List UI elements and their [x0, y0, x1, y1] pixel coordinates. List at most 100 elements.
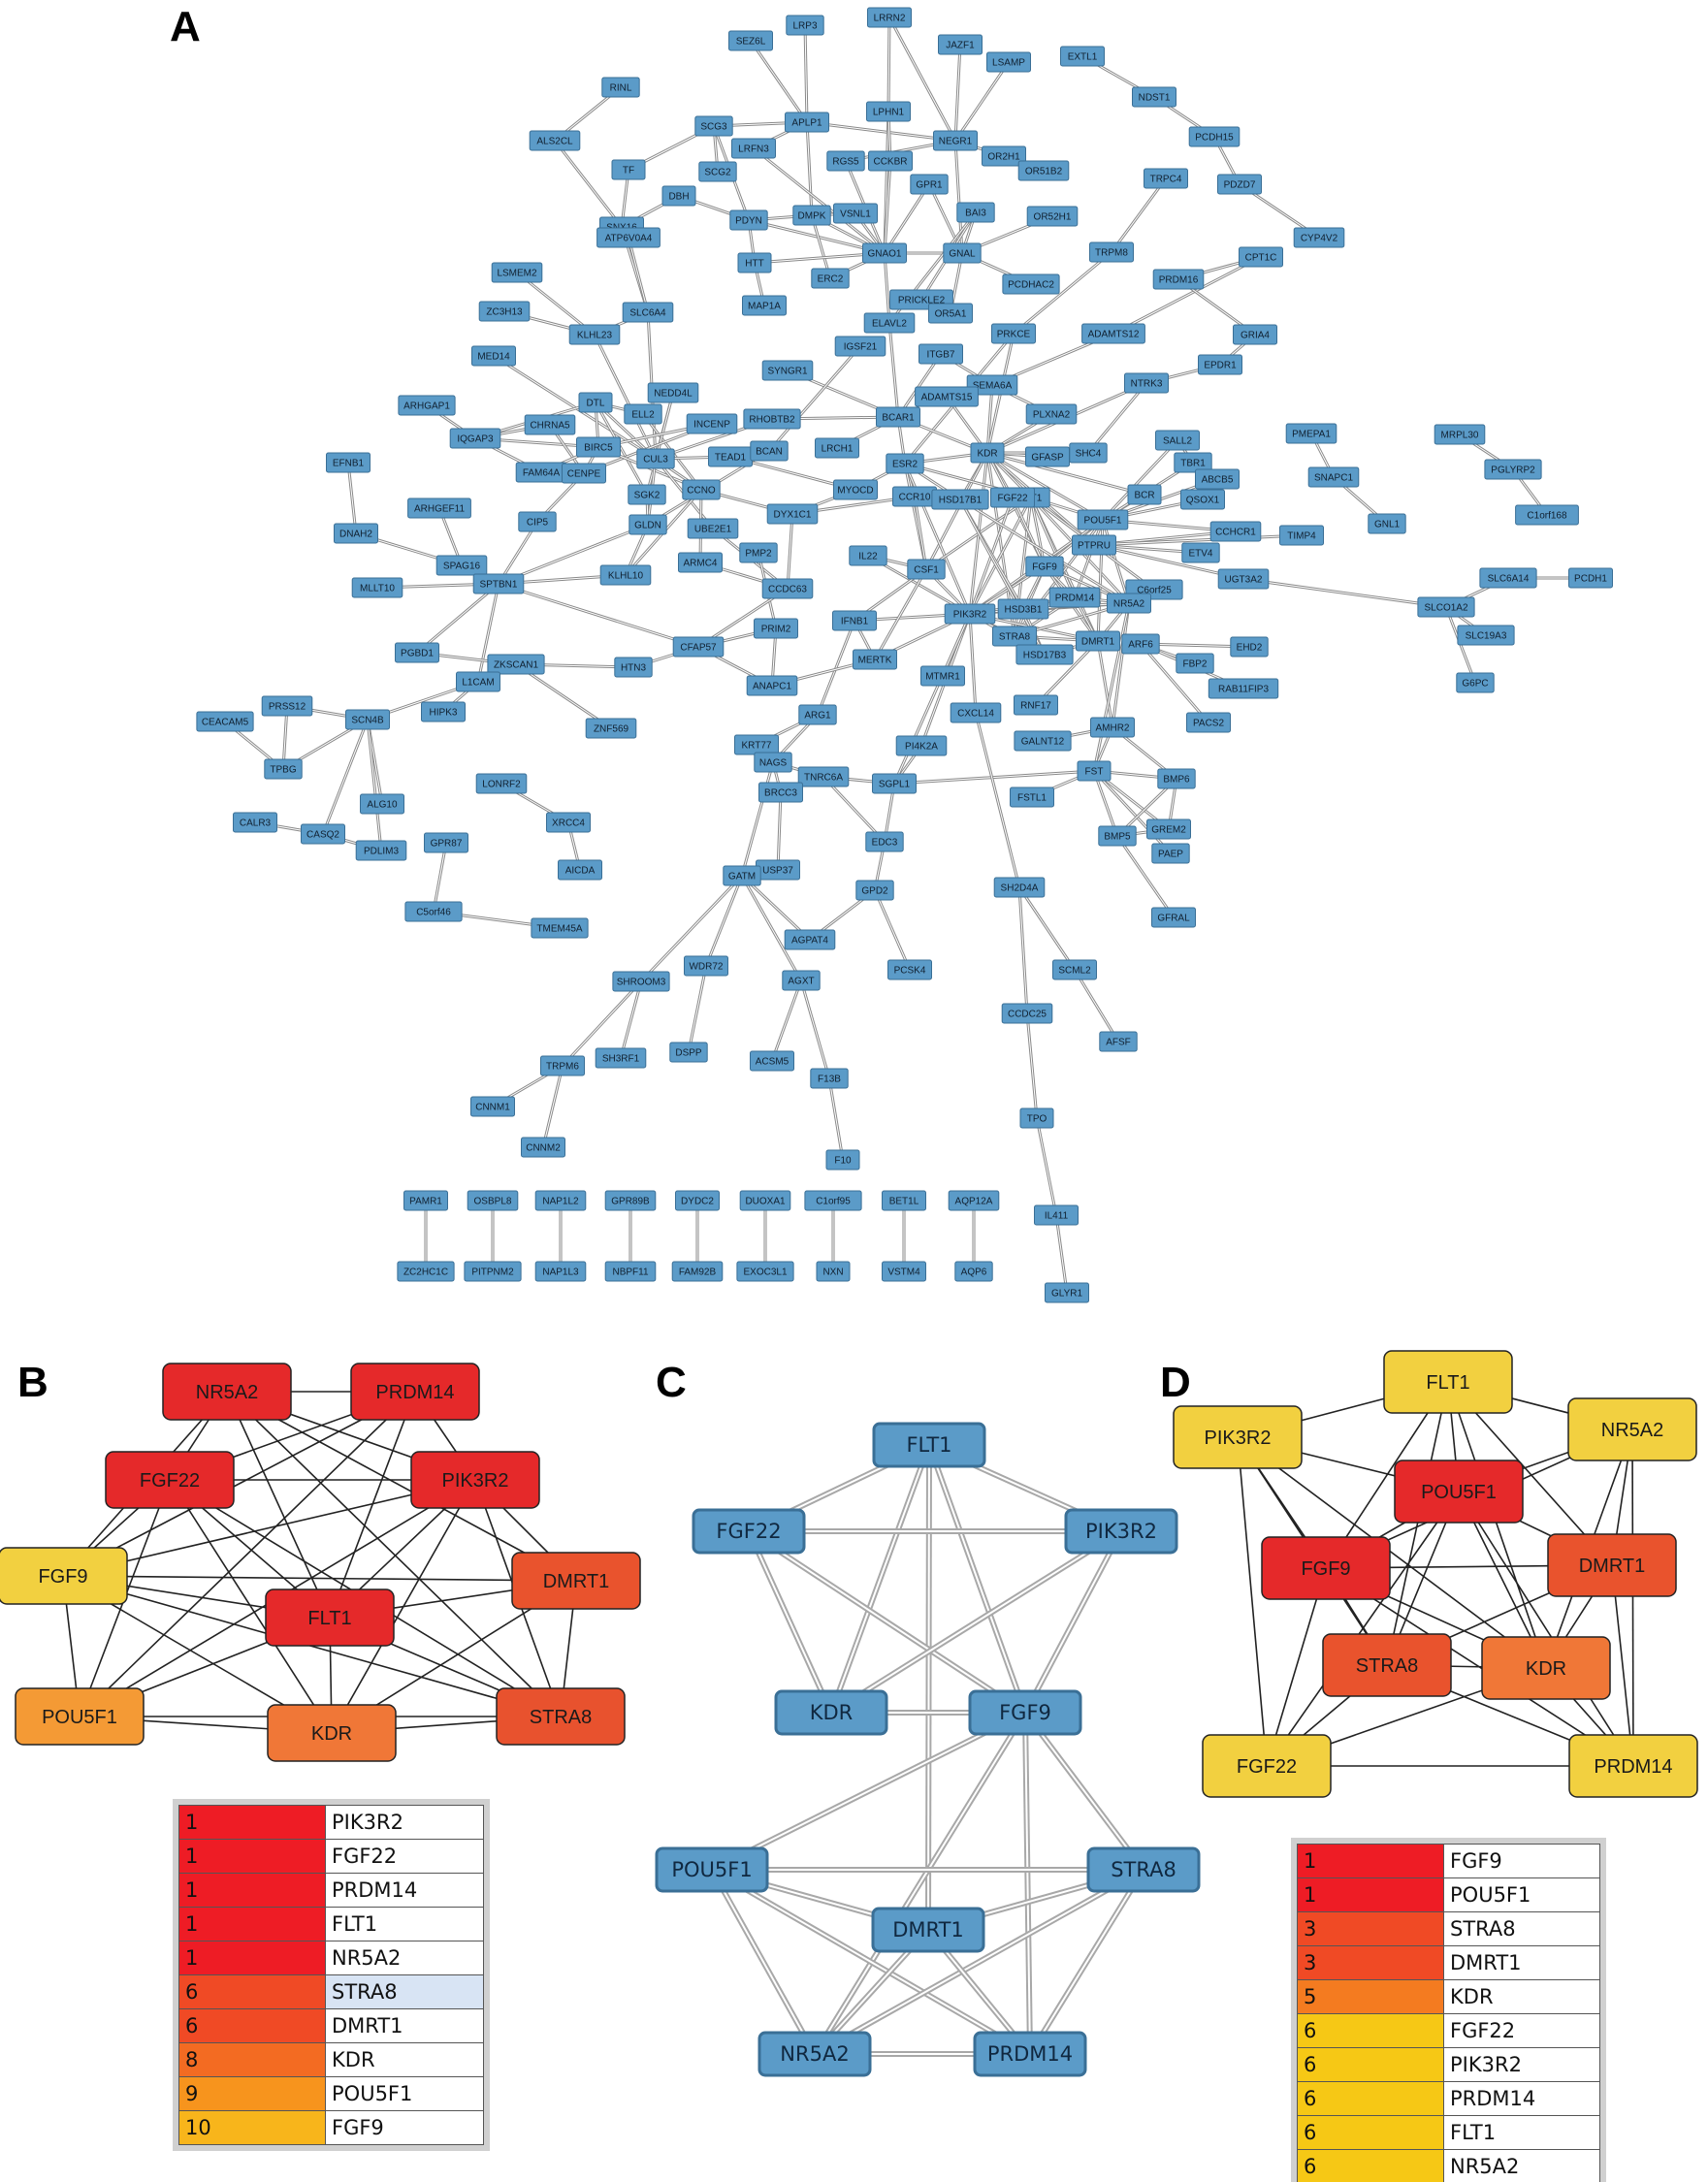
- network-a-node-box: [853, 649, 897, 670]
- network-a-node: EHD2: [1230, 636, 1269, 658]
- network-c-node-label: DMRT1: [892, 1918, 964, 1941]
- network-a-node: GPD2: [855, 880, 894, 901]
- network-a-node: ARG1: [798, 704, 837, 725]
- network-a-node: PAMR1: [403, 1190, 448, 1211]
- network-a-node: ALG10: [360, 793, 404, 815]
- network-a-edge-core: [1074, 519, 1104, 598]
- network-a-edge-core: [822, 776, 886, 843]
- network-a-node: DSPP: [669, 1042, 708, 1063]
- network-a-node-box: [865, 831, 904, 852]
- network-a-node-label: UBE2E1: [694, 525, 732, 535]
- network-a-node-box: [825, 1149, 860, 1171]
- network-a-node: WDR72: [684, 955, 728, 977]
- network-b-node-label: STRA8: [530, 1707, 592, 1728]
- network-a-node: ZKSCAN1: [487, 654, 545, 675]
- network-d-node-pou5f1: POU5F1: [1394, 1460, 1524, 1524]
- network-a-node-box: [761, 578, 814, 599]
- network-d-node-label: POU5F1: [1421, 1482, 1497, 1503]
- network-a-node-box: [910, 174, 949, 195]
- network-a-node: BCAN: [750, 440, 789, 462]
- network-a-node-box: [815, 437, 859, 459]
- network-a-node-box: [833, 479, 878, 500]
- network-a-edge-core: [1111, 177, 1167, 253]
- network-a-edge-core: [954, 61, 1010, 142]
- network-a-node-label: SEZ6L: [736, 37, 766, 48]
- network-a-node-box: [786, 15, 824, 36]
- network-a-node-label: GLYR1: [1051, 1289, 1082, 1300]
- network-a-node-label: GPD2: [861, 886, 888, 897]
- network-a-node-label: TF: [623, 166, 634, 176]
- network-b-node-box: [267, 1704, 397, 1762]
- network-a-node: PITPNM2: [464, 1261, 522, 1282]
- network-d-node-dmrt1: DMRT1: [1547, 1533, 1677, 1597]
- network-a-node: EDC3: [865, 831, 904, 852]
- network-a-edge-core: [1093, 770, 1118, 837]
- network-a-edge-core: [787, 513, 793, 590]
- ranking-gene: FGF9: [1443, 1844, 1600, 1878]
- network-a-node: TIMP4: [1279, 525, 1324, 546]
- network-a-node: KDR: [970, 442, 1005, 464]
- network-a-node: MED14: [471, 345, 516, 367]
- network-a-node-label: PITPNM2: [471, 1267, 514, 1278]
- network-a-node-label: CCR10: [899, 493, 931, 503]
- network-a-node-box: [739, 542, 778, 563]
- network-a-node: SCG2: [698, 161, 737, 182]
- network-a-node: ADAMTS12: [1081, 323, 1145, 344]
- network-a-node: DYX1C1: [766, 503, 819, 525]
- network-d-node-label: FGF9: [1301, 1558, 1350, 1580]
- network-b-edge: [62, 1575, 577, 1582]
- network-a-node-box: [264, 758, 303, 780]
- network-c-node-dmrt1: DMRT1: [871, 1907, 985, 1953]
- network-a-node: GLDN: [628, 514, 667, 535]
- network-a-node: PDZD7: [1217, 174, 1262, 195]
- network-a-node: CENPE: [562, 463, 606, 484]
- ranking-score: 1: [178, 1941, 326, 1975]
- network-a-node-label: AQP6: [961, 1267, 987, 1278]
- network-a-node-label: ANAPC1: [753, 682, 791, 692]
- network-a-node: PRDM14: [1048, 587, 1101, 608]
- network-a-node-box: [611, 159, 646, 180]
- network-a-node-label: CYP4V2: [1301, 234, 1338, 244]
- network-a-node: TMEM45A: [531, 917, 589, 939]
- network-a-node-label: BET1L: [889, 1197, 919, 1207]
- network-a-node-box: [1017, 160, 1070, 181]
- network-a-edge-core: [1112, 602, 1130, 728]
- network-a-node-box: [754, 618, 798, 639]
- network-a-node-box: [1098, 825, 1137, 847]
- ranking-score: 6: [1297, 2081, 1444, 2116]
- network-a-node-label: DNAH2: [339, 529, 372, 540]
- network-a-edge-core: [620, 980, 642, 1059]
- network-a-node-label: GFRAL: [1157, 914, 1190, 924]
- network-a-node: INCENP: [686, 413, 738, 434]
- network-a-node: ZNF569: [585, 718, 637, 739]
- network-a-edge-core: [1116, 835, 1175, 918]
- network-b-node-box: [15, 1687, 145, 1746]
- network-a-node: ABCB5: [1195, 468, 1240, 490]
- network-a-edge-core: [347, 462, 357, 534]
- network-a-node: LRP3: [786, 15, 824, 36]
- network-a-node-box: [558, 859, 602, 881]
- network-a-node-box: [970, 442, 1005, 464]
- ranking-score: 6: [1297, 2013, 1444, 2048]
- network-a-node: OSBPL8: [467, 1190, 519, 1211]
- network-a-edge-core: [640, 875, 743, 982]
- network-a-node-label: JAZF1: [946, 41, 975, 51]
- network-a-edge-core: [282, 705, 288, 770]
- network-a-node-box: [1457, 625, 1515, 646]
- network-a-node: PI4K2A: [895, 735, 948, 756]
- network-a-node-label: PGLYRP2: [1491, 465, 1535, 476]
- network-a-node-label: AICDA: [565, 866, 596, 877]
- network-a-edge-core: [954, 44, 961, 142]
- network-a-node-box: [471, 345, 516, 367]
- network-a-node: TPBG: [264, 758, 303, 780]
- network-a-node-label: BMP5: [1104, 832, 1131, 843]
- network-a-node-box: [743, 408, 801, 430]
- network-d-node-prdm14: PRDM14: [1568, 1734, 1698, 1798]
- network-b-edge: [226, 1391, 577, 1582]
- network-a-node-box: [1239, 246, 1283, 268]
- network-a-node-box: [1014, 730, 1072, 752]
